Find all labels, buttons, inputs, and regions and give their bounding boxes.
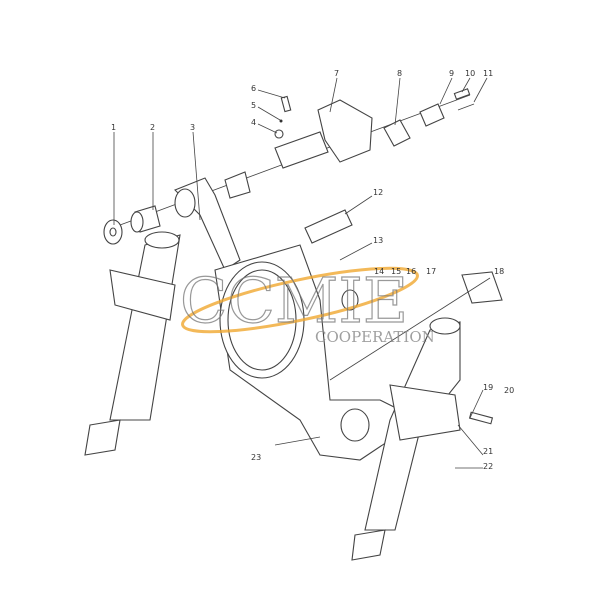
callout-5: 5 [251,101,256,110]
part-10-pin [453,88,471,100]
part-11-split-pin [457,103,475,111]
nut-hole [109,227,117,237]
watermark-swoosh [181,266,419,334]
part-9-cap [419,103,445,127]
callout-11: 11 [483,69,493,78]
callout-17: 17 [426,267,436,276]
callout-19: 19 [483,383,493,392]
callout-20: 20 [504,386,514,395]
left-column-top [144,231,180,249]
callout-labels: 1 2 3 4 5 6 7 8 9 10 11 12 13 14 15 16 1… [111,69,514,471]
part-7-shaft [274,131,329,169]
leader-lines [113,77,491,469]
callout-18: 18 [494,267,504,276]
callout-4: 4 [251,118,256,127]
callout-16: 16 [406,267,416,276]
right-yoke [389,384,461,441]
callout-6: 6 [251,84,256,93]
callout-8: 8 [397,69,402,78]
callout-9: 9 [449,69,454,78]
part-5-washer [279,119,283,123]
callout-21: 21 [483,447,493,456]
watermark-brand: CCMIE [180,264,408,337]
callout-13: 13 [373,236,383,245]
right-end-clamp [351,529,386,561]
callout-10: 10 [465,69,475,78]
part-4-nut [274,129,284,139]
callout-12: 12 [373,188,383,197]
watermark: CCMIE COOPERATION [179,263,435,346]
housing-boss [340,408,370,442]
watermark-subtitle: COOPERATION [315,328,435,346]
part-14-bushing [341,289,359,311]
callout-14: 14 [374,267,384,276]
left-yoke [109,269,176,321]
left-end-clamp [84,419,121,456]
bushing [224,171,251,199]
callout-3: 3 [190,123,195,132]
part-18-plate [461,271,503,304]
callout-7: 7 [334,69,339,78]
right-column-top [429,317,461,335]
callout-2: 2 [150,123,155,132]
callout-15: 15 [391,267,401,276]
arm-bore [174,188,196,218]
part-12-cylinder [304,209,353,244]
part-6-bolt [280,95,292,113]
part-8-bushing [383,119,411,147]
callout-1: 1 [111,123,116,132]
callout-22: 22 [483,462,493,471]
left-column [109,234,181,421]
bushing-end [130,211,144,233]
part-7-yoke [317,99,373,163]
callout-23: 23 [251,453,261,462]
part-20-bolt [468,411,494,425]
